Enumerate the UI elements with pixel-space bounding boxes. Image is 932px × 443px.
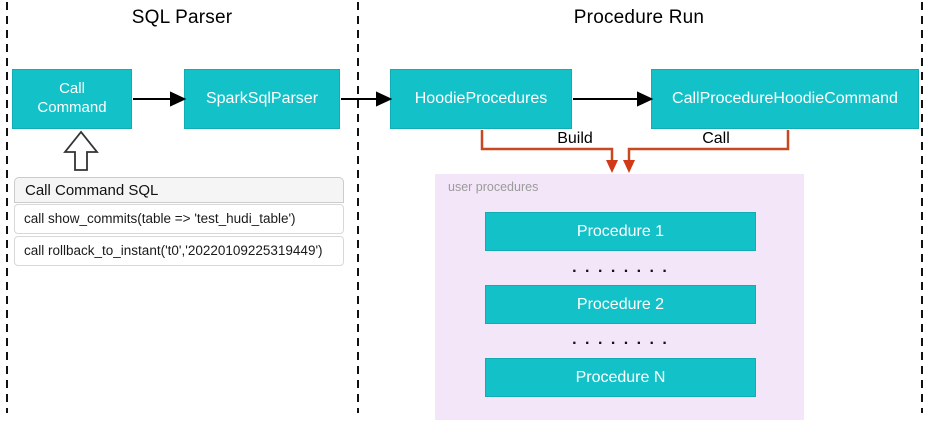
procedure-box-n: Procedure N — [485, 358, 756, 397]
left-dashed-border — [6, 2, 8, 413]
arrowhead-icon — [170, 91, 187, 107]
procedure-run-section-title: Procedure Run — [573, 7, 705, 28]
middle-dashed-divider — [357, 2, 359, 413]
node-spark-sql-parser: SparkSqlParser — [184, 69, 340, 129]
build-edge-label: Build — [557, 130, 593, 147]
node-call-procedure-hoodie-command: CallProcedureHoodieCommand — [651, 69, 919, 129]
procedure-box-2: Procedure 2 — [485, 285, 756, 324]
node-spark-sql-parser-label: SparkSqlParser — [205, 90, 319, 107]
node-call-procedure-hoodie-command-label: CallProcedureHoodieCommand — [672, 90, 898, 107]
procedure-2-label: Procedure 2 — [576, 295, 665, 313]
sql-parser-section-title: SQL Parser — [131, 7, 233, 28]
arrowhead-icon — [637, 91, 654, 107]
procedure-box-1: Procedure 1 — [485, 212, 756, 251]
procedure-n-label: Procedure N — [575, 368, 666, 386]
call-edge-label: Call — [702, 130, 730, 147]
sql-example-row: call show_commits(table => 'test_hudi_ta… — [14, 204, 344, 234]
build-arrowhead-icon — [606, 160, 618, 173]
sql-example-row: call rollback_to_instant('t0','202201092… — [14, 236, 344, 266]
ellipsis-dots: . . . . . . . . — [572, 259, 669, 276]
procedure-1-label: Procedure 1 — [576, 222, 665, 240]
user-procedures-label: user procedures — [448, 180, 539, 194]
user-procedures-panel: user procedures Procedure 1 . . . . . . … — [435, 174, 804, 420]
right-dashed-border — [921, 2, 923, 413]
up-arrow-icon — [63, 130, 99, 171]
arrowhead-icon — [376, 91, 393, 107]
node-call-command-label: Call Command — [37, 80, 107, 116]
call-arrowhead-icon — [623, 160, 635, 173]
node-call-command: Call Command — [12, 69, 132, 129]
sql-panel-header: Call Command SQL — [14, 177, 344, 203]
node-hoodie-procedures: HoodieProcedures — [390, 69, 572, 129]
ellipsis-dots: . . . . . . . . — [572, 331, 669, 348]
node-hoodie-procedures-label: HoodieProcedures — [414, 90, 548, 107]
